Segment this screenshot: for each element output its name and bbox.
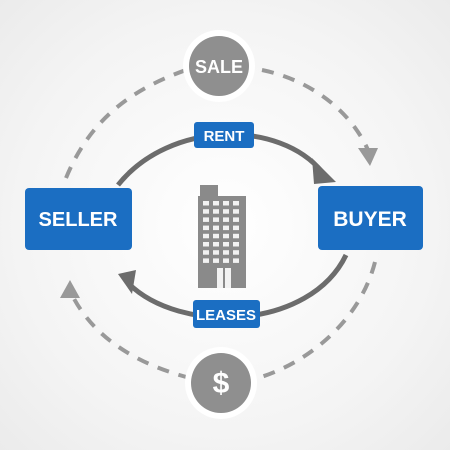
dollar-sign: $ [213,367,230,400]
building-window [213,225,219,231]
leases-arrowhead [118,270,136,294]
building-window [233,258,239,263]
rent-arrowhead [312,158,336,184]
building-window [203,201,209,206]
dashed-arc-sale-to-buyer [261,68,370,151]
sale-node: SALE [183,30,255,102]
building-window [223,209,229,214]
building-windows [203,201,239,263]
building-window [223,250,229,255]
building-window [233,201,239,206]
building-window [233,217,239,222]
seller-node: SELLER [25,188,132,250]
building-window [203,209,209,214]
dashed-arc-bottom-left [70,294,191,380]
building-window [203,233,209,239]
building-window [223,233,229,239]
building-window [213,233,219,239]
building-window [213,201,219,206]
building-window [203,225,209,231]
building-window [213,242,219,247]
building-window [223,258,229,263]
building-window [233,225,239,231]
building-window [233,233,239,239]
building-window [223,225,229,231]
dashed-arrowhead-seller [60,280,80,298]
building-window [203,217,209,222]
rent-tag: RENT [194,122,254,148]
leases-label: LEASES [196,307,256,324]
building-window [233,250,239,255]
building-window [223,201,229,206]
buyer-label: BUYER [333,208,407,231]
dashed-arrowhead-buyer [358,148,378,166]
building-window [233,209,239,214]
building-window [223,217,229,222]
office-building-icon [198,185,246,288]
dashed-arc-right-bottom [257,261,377,380]
dashed-arc-left-top [64,68,187,179]
buyer-node: BUYER [318,186,423,250]
sale-label: SALE [195,57,243,77]
building-window [213,209,219,214]
building-window [213,250,219,255]
leases-tag: LEASES [193,300,260,328]
building-window [233,242,239,247]
money-node: $ [185,347,257,419]
building-window [213,217,219,222]
seller-label: SELLER [39,209,118,231]
building-window [203,242,209,247]
building-window [213,258,219,263]
building-window [203,258,209,263]
building-window [223,242,229,247]
building-window [203,250,209,255]
rent-label: RENT [204,128,245,145]
outer-dashed-loop [64,68,377,380]
